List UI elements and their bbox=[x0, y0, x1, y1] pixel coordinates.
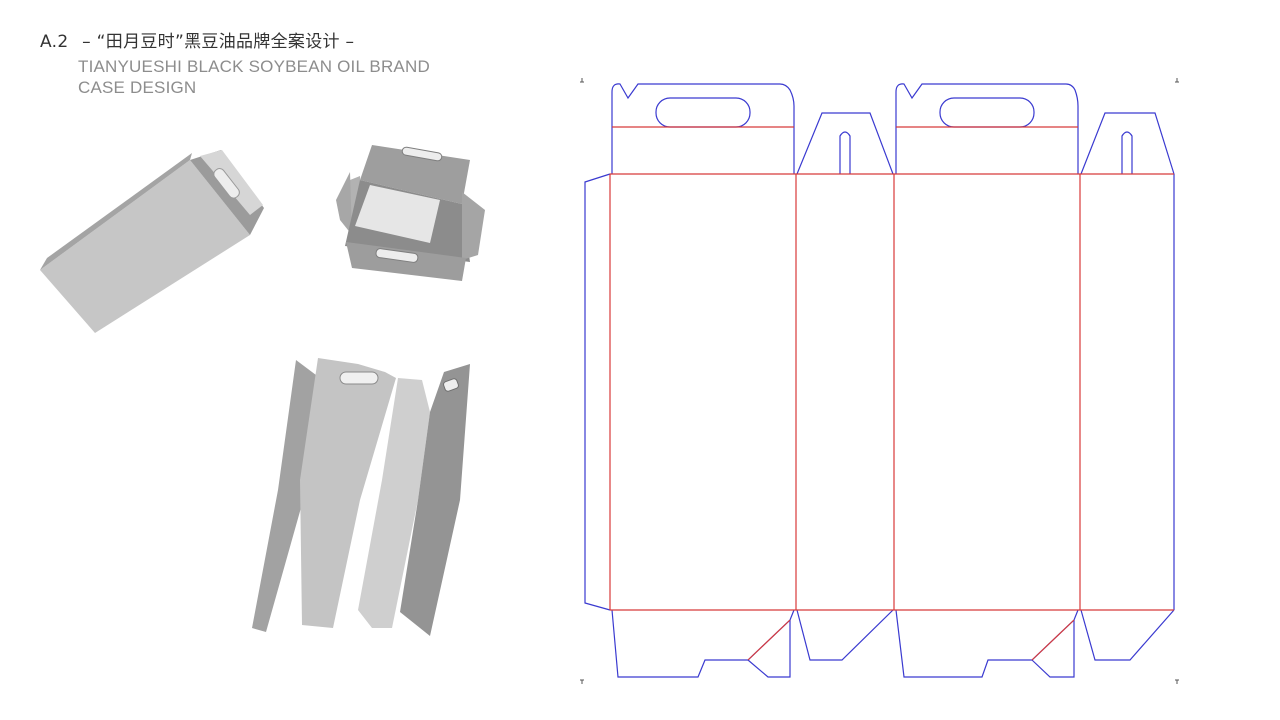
registration-marks bbox=[580, 78, 1179, 684]
cut-lines bbox=[584, 83, 1175, 678]
title-text: – “田月豆时”黑豆油品牌全案设计 – bbox=[82, 32, 355, 52]
fold-lines bbox=[609, 126, 1174, 661]
dieline-drawing bbox=[580, 78, 1179, 684]
page-subtitle: TIANYUESHI BLACK SOYBEAN OIL BRAND CASE … bbox=[78, 56, 430, 98]
box-render-assembled bbox=[40, 150, 264, 333]
subtitle-line-1: TIANYUESHI BLACK SOYBEAN OIL BRAND bbox=[78, 57, 430, 76]
box-render-unfolded bbox=[252, 358, 470, 636]
page-title: A.2 – “田月豆时”黑豆油品牌全案设计 – bbox=[40, 27, 354, 52]
subtitle-line-2: CASE DESIGN bbox=[78, 78, 197, 97]
box-render-folded-top bbox=[336, 145, 485, 281]
section-code: A.2 bbox=[40, 32, 69, 52]
